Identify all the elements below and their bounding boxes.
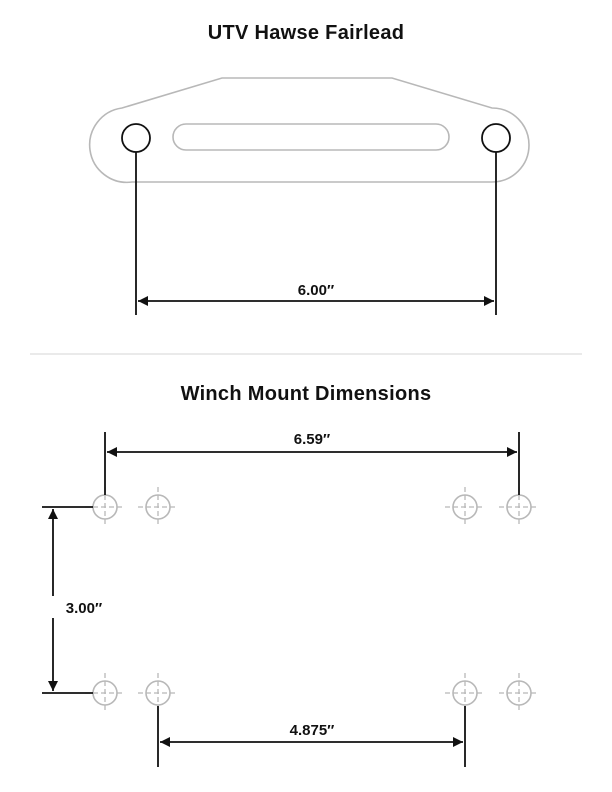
bolt-hole <box>138 487 178 527</box>
fairlead-drawing: 6.00″ <box>88 77 530 315</box>
fairlead-left-hole <box>121 123 151 153</box>
winch-top-dimension-label: 6.59″ <box>294 431 330 448</box>
bolt-hole <box>445 487 485 527</box>
fairlead-dimension-label: 6.00″ <box>298 282 334 299</box>
winch-bottom-dimension-label: 4.875″ <box>290 722 335 739</box>
winch-mount-drawing: 6.59″ 3.00″ 4.875″ <box>42 431 539 767</box>
winch-side-label-bg <box>46 596 106 618</box>
winch-mount-title: Winch Mount Dimensions <box>180 383 432 405</box>
fairlead-outline <box>88 77 530 184</box>
fairlead-right-hole <box>481 123 511 153</box>
bolt-holes <box>85 487 539 713</box>
fairlead-slot <box>172 123 450 151</box>
fairlead-title: UTV Hawse Fairlead <box>207 22 405 44</box>
bolt-hole <box>499 673 539 713</box>
winch-side-dimension-label: 3.00″ <box>66 600 102 617</box>
